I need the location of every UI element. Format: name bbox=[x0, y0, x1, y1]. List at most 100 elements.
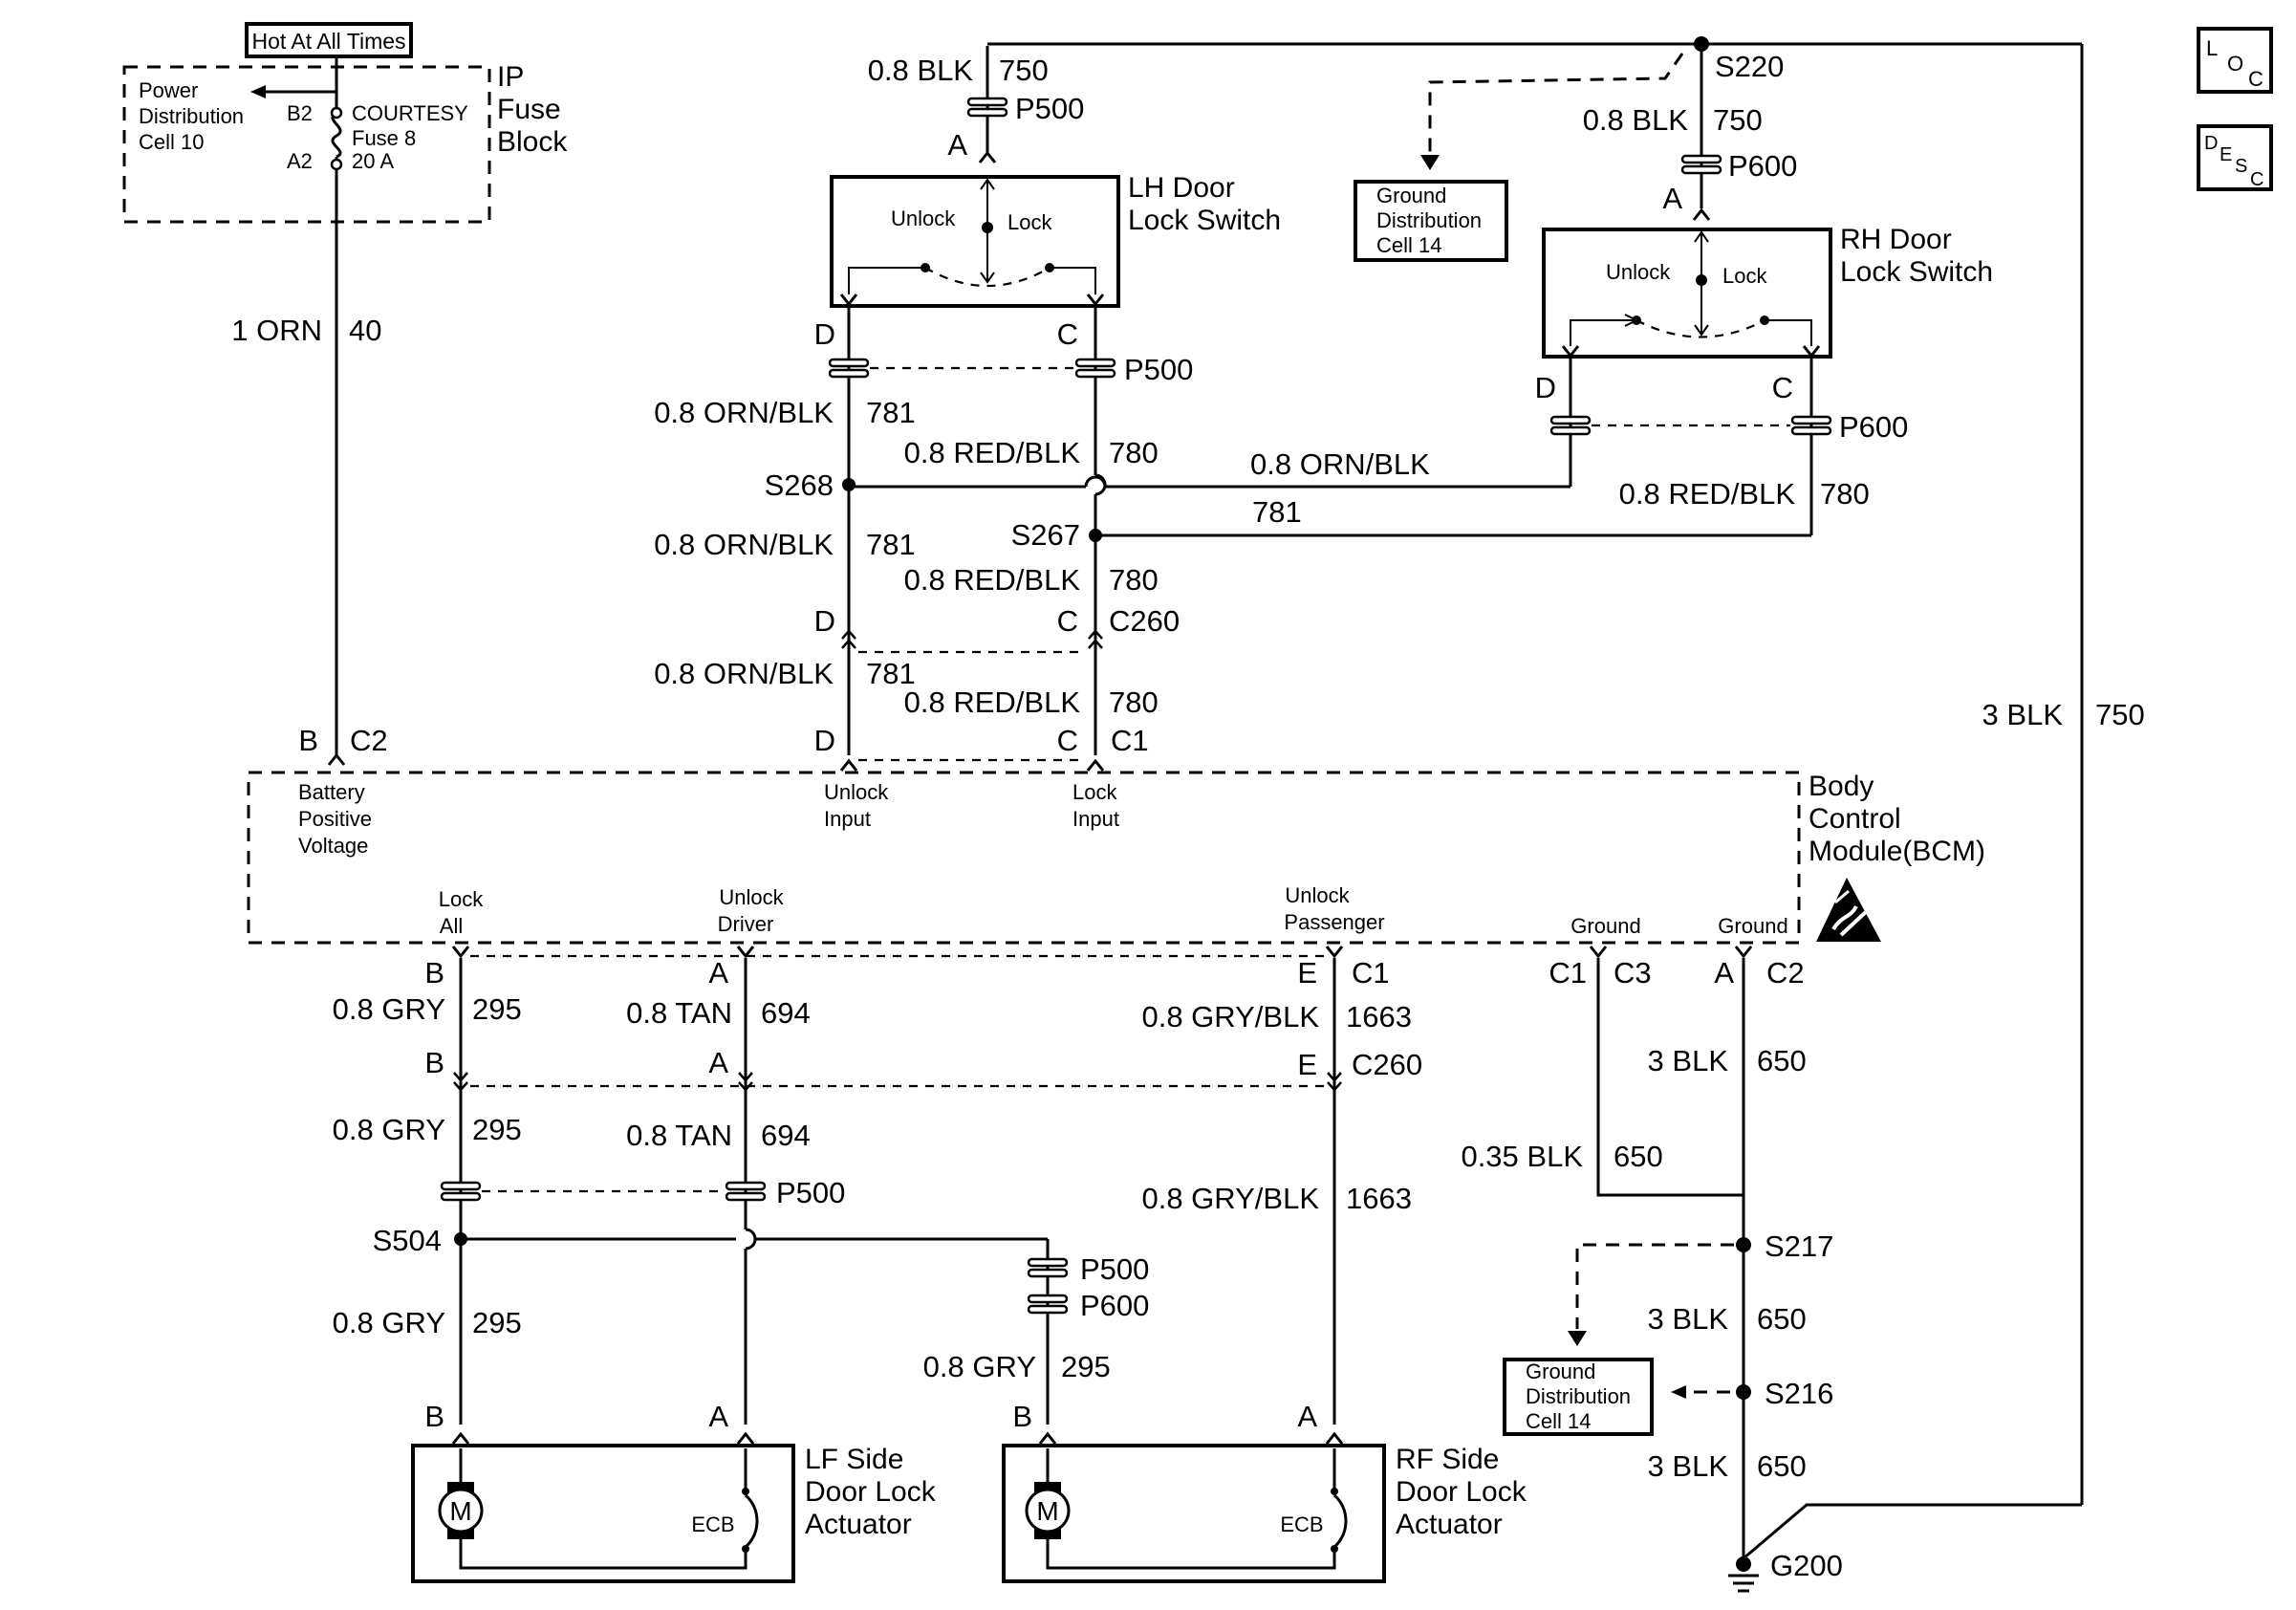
w694-c-1: 694 bbox=[761, 996, 811, 1030]
w780-gc-3: 0.8 RED/BLK bbox=[904, 685, 1081, 719]
rf-act-name-2: Door Lock bbox=[1396, 1476, 1527, 1508]
w781-gc-3: 0.8 ORN/BLK bbox=[654, 657, 834, 690]
bcm-lock-input-2: Input bbox=[1072, 807, 1119, 831]
lh-switch-lock: Lock bbox=[1007, 210, 1052, 234]
w295-c-1: 295 bbox=[472, 992, 522, 1026]
wire-750-rh-circuit: 750 bbox=[1713, 103, 1763, 137]
w781-c-3: 781 bbox=[866, 657, 916, 690]
w694-gc-2: 0.8 TAN bbox=[626, 1119, 732, 1152]
hot-at-all-times-box bbox=[245, 22, 413, 58]
fuse-label-3: 20 A bbox=[352, 149, 394, 173]
w780-c-3: 780 bbox=[1109, 685, 1159, 719]
body-control-module: Body Control Module(BCM) Battery Positiv… bbox=[247, 771, 1985, 945]
rh-switch-name-1: RH Door bbox=[1840, 224, 1952, 255]
lh-door-lock-switch: 0.8 BLK 750 P500 A LH Door Lock Switch U… bbox=[654, 42, 1701, 772]
c260-upper: C260 bbox=[1109, 604, 1180, 638]
bcm-ground-2: Ground bbox=[1718, 914, 1787, 938]
wire-750-main-gauge: 3 BLK bbox=[1982, 698, 2064, 731]
w295-c-4: 295 bbox=[1061, 1350, 1111, 1383]
wire-40-circuit: 40 bbox=[349, 314, 381, 347]
ground-dist-top-3: Cell 14 bbox=[1376, 233, 1441, 257]
rh-pin-c: C bbox=[1772, 371, 1793, 404]
wire-40-gauge: 1 ORN bbox=[231, 314, 322, 347]
lh-switch-name-2: Lock Switch bbox=[1128, 205, 1281, 236]
w650-small-gc: 0.35 BLK bbox=[1461, 1140, 1583, 1173]
w780-gc-rh: 0.8 RED/BLK bbox=[1619, 477, 1796, 511]
splice-s220: S220 bbox=[1715, 50, 1784, 83]
desc-e: E bbox=[2220, 144, 2232, 165]
bcm-pin-b-battery: B bbox=[298, 724, 318, 757]
ground-dist-top-2: Distribution bbox=[1376, 208, 1482, 232]
w295-gc-3: 0.8 GRY bbox=[333, 1306, 445, 1339]
bcm-unlock-driver-2: Driver bbox=[718, 912, 774, 936]
desc-s: S bbox=[2235, 156, 2247, 177]
rf-ecb: ECB bbox=[1280, 1512, 1323, 1536]
lf-act-name-2: Door Lock bbox=[805, 1476, 937, 1508]
bcm-unlock-input-1: Unlock bbox=[824, 780, 889, 804]
rf-p500: P500 bbox=[1080, 1252, 1149, 1286]
loc-button[interactable]: L O C bbox=[2197, 27, 2273, 94]
w780-gc-1: 0.8 RED/BLK bbox=[904, 436, 1081, 469]
w780-c-2: 780 bbox=[1109, 563, 1159, 597]
w1663-gc-2: 0.8 GRY/BLK bbox=[1141, 1182, 1319, 1215]
w780-c-rh: 780 bbox=[1820, 477, 1870, 511]
c260-lower: C260 bbox=[1352, 1048, 1422, 1081]
esd-warning-icon bbox=[1816, 878, 1881, 942]
lf-act-name-3: Actuator bbox=[805, 1509, 912, 1540]
ground-dist-top-1: Ground bbox=[1376, 184, 1446, 207]
desc-c: C bbox=[2250, 169, 2264, 190]
splice-s268: S268 bbox=[765, 468, 834, 502]
bcm-outline bbox=[247, 771, 1801, 945]
fuse-block-name-2: Fuse bbox=[497, 94, 561, 125]
bcm-battery-2: Positive bbox=[298, 807, 372, 831]
splice-s267: S267 bbox=[1011, 518, 1080, 552]
rf-ecb-icon: ECB bbox=[1280, 1488, 1348, 1553]
w295-gc-4: 0.8 GRY bbox=[923, 1350, 1036, 1383]
ground-distribution-box-bottom bbox=[1503, 1358, 1654, 1436]
lf-pin-b: B bbox=[424, 1400, 444, 1433]
lf-motor-icon: M bbox=[438, 1482, 484, 1539]
fuse-block-name-1: IP bbox=[497, 61, 524, 93]
rh-switch-name-2: Lock Switch bbox=[1840, 256, 1993, 288]
wire-750-main-circuit: 750 bbox=[2095, 698, 2145, 731]
rf-act-name-1: RF Side bbox=[1396, 1444, 1499, 1475]
ground-dist-bot-3: Cell 14 bbox=[1526, 1409, 1591, 1433]
splice-s217: S217 bbox=[1765, 1229, 1833, 1263]
lf-door-lock-actuator: LF Side Door Lock Actuator M ECB bbox=[411, 1444, 937, 1583]
bcm-output-wiring: B 0.8 GRY 295 B 0.8 GRY 295 S504 0.8 GRY… bbox=[333, 945, 2082, 1593]
c1-pin-d: D bbox=[814, 724, 835, 757]
ground-conn-c3: C3 bbox=[1614, 956, 1652, 990]
w781-c-1: 781 bbox=[866, 396, 916, 429]
desc-button[interactable]: D E S C bbox=[2197, 124, 2273, 191]
w1663-c-2: 1663 bbox=[1346, 1182, 1412, 1215]
rh-p600-bottom: P600 bbox=[1839, 410, 1908, 444]
w650-gc-2: 3 BLK bbox=[1648, 1302, 1729, 1336]
w781-gc-cross: 0.8 ORN/BLK bbox=[1250, 447, 1430, 481]
ground-pin-a: A bbox=[1714, 956, 1734, 990]
unlockpass-pin-e: E bbox=[1297, 956, 1317, 990]
ground-arrow-left-icon bbox=[1671, 1385, 1686, 1399]
w1663-gc-1: 0.8 GRY/BLK bbox=[1141, 1000, 1319, 1033]
lf-act-name-1: LF Side bbox=[805, 1444, 903, 1475]
c1-pin-c: C bbox=[1057, 724, 1078, 757]
c260-pin-e: E bbox=[1297, 1048, 1317, 1081]
bcm-lock-input-1: Lock bbox=[1072, 780, 1117, 804]
w650-gc-3: 3 BLK bbox=[1648, 1449, 1729, 1483]
bcm-conn-c1-pass: C1 bbox=[1352, 956, 1390, 990]
splice-s216: S216 bbox=[1765, 1377, 1833, 1410]
bcm-conn-c2-battery: C2 bbox=[350, 724, 388, 757]
rf-pin-b: B bbox=[1012, 1400, 1032, 1433]
w781-c-cross: 781 bbox=[1252, 495, 1302, 529]
w295-c-3: 295 bbox=[472, 1306, 522, 1339]
rf-act-name-3: Actuator bbox=[1396, 1509, 1503, 1540]
hot-at-all-times-label: Hot At All Times bbox=[251, 29, 405, 54]
bcm-unlock-driver-1: Unlock bbox=[719, 885, 784, 909]
ground-arrow-icon bbox=[1420, 155, 1440, 170]
power-dist-1: Power bbox=[139, 78, 198, 102]
bcm-name-3: Module(BCM) bbox=[1809, 836, 1985, 867]
power-dist-2: Distribution bbox=[139, 104, 244, 128]
power-dist-3: Cell 10 bbox=[139, 130, 204, 154]
lf-p500: P500 bbox=[776, 1176, 845, 1209]
w650-gc-1: 3 BLK bbox=[1648, 1044, 1729, 1077]
lf-ecb-icon: ECB bbox=[691, 1488, 759, 1553]
